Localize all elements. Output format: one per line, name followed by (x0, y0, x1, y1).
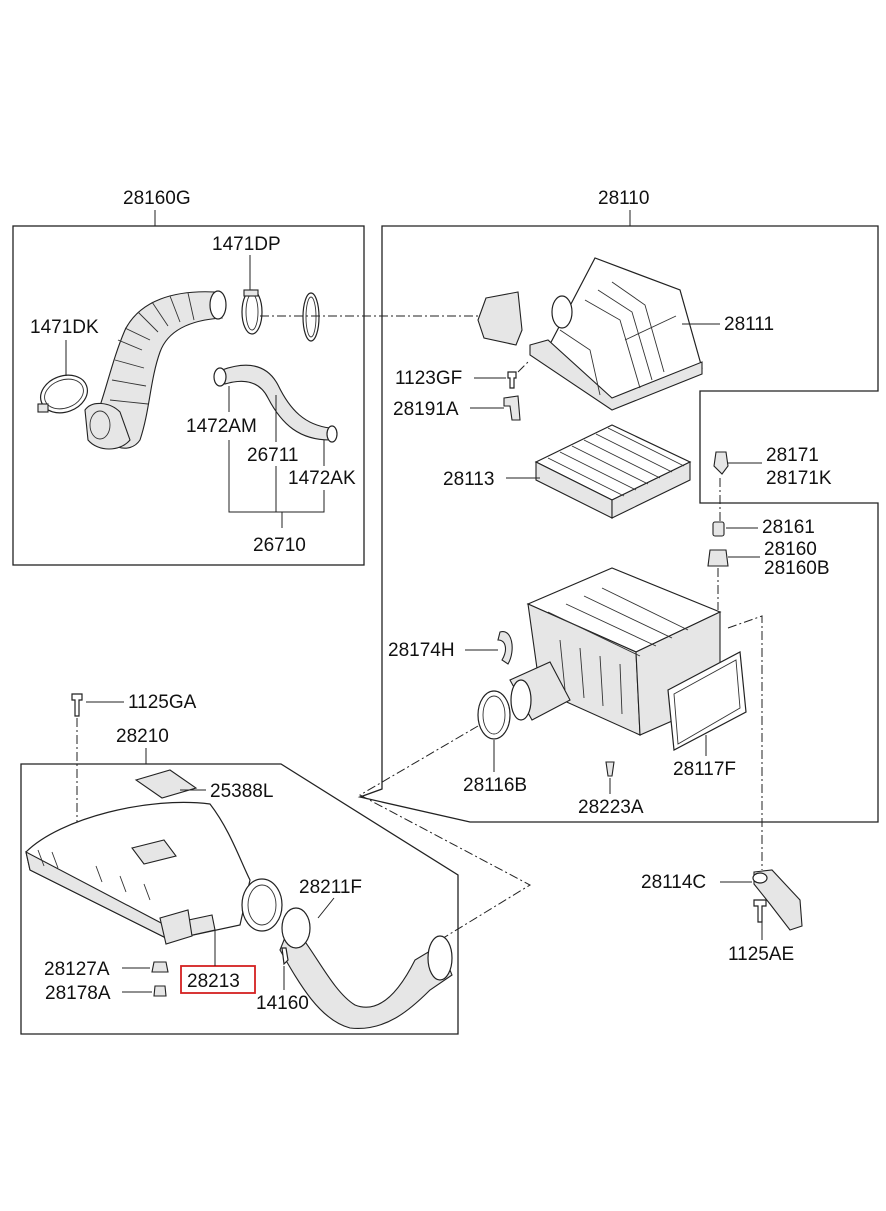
gasket-ring-drawing (302, 292, 320, 342)
label-28223a: 28223A (578, 797, 644, 818)
grommet-28160-drawing (707, 549, 729, 567)
label-1125ga: 1125GA (128, 692, 197, 713)
intake-group-box (12, 225, 365, 566)
label-28178a: 28178A (45, 983, 111, 1004)
intake-group-label: 28160G (123, 188, 191, 209)
bolt-1125ga-drawing (71, 693, 83, 717)
nut-28127a-drawing (151, 961, 169, 973)
label-26710: 26710 (253, 535, 306, 556)
label-28171k: 28171K (766, 468, 832, 489)
label-14160: 14160 (256, 993, 309, 1014)
label-26711: 26711 (247, 445, 298, 466)
label-28160b: 28160B (764, 558, 830, 579)
clip-28223a-drawing (605, 761, 615, 777)
label-1471dp: 1471DP (212, 234, 281, 255)
leader-26710-bracket (228, 440, 325, 528)
upper-cover-drawing (529, 257, 703, 411)
duct-group-box (20, 763, 459, 1035)
label-28114c: 28114C (641, 872, 706, 893)
hose-clamp-1471dp-drawing (241, 289, 263, 335)
label-28211f: 28211F (299, 877, 362, 898)
air-cleaner-group-box (357, 225, 879, 823)
label-28127a: 28127A (44, 959, 110, 980)
clip-28174h-drawing (497, 631, 513, 665)
label-28160: 28160 (764, 539, 817, 560)
hose-clamp-1471dk-drawing (37, 374, 88, 414)
gasket-ring-inner (305, 296, 317, 338)
highlight-box-28213 (180, 965, 256, 994)
label-1125ae: 1125AE (728, 944, 794, 965)
label-1472ak: 1472AK (288, 468, 356, 489)
label-28171: 28171 (766, 445, 819, 466)
bracket-dashline (727, 615, 763, 870)
bolt-1123gf-drawing (507, 371, 517, 389)
air-filter-drawing (534, 424, 692, 519)
cover-dash-1 (517, 359, 531, 373)
label-28191a: 28191A (393, 399, 459, 420)
label-1472am: 1472AM (186, 416, 257, 437)
label-28113: 28113 (443, 469, 494, 490)
intake-hose-drawing (84, 290, 227, 450)
label-1123gf: 1123GF (395, 368, 462, 389)
seal-28117f-drawing (667, 651, 747, 751)
label-28161: 28161 (762, 517, 815, 538)
label-plate-drawing (134, 769, 198, 799)
label-28213: 28213 (187, 971, 240, 992)
bolt-1125ae-drawing (753, 899, 767, 923)
label-1471dk: 1471DK (30, 317, 99, 338)
bracket-28114c-drawing (752, 869, 803, 931)
duct-group-label: 28210 (116, 726, 169, 747)
label-28174h: 28174H (388, 640, 455, 661)
nut-28178a-drawing (153, 985, 167, 997)
outlet-dashline (358, 725, 532, 941)
resonator-duct-drawing (477, 291, 523, 346)
air-cleaner-group-label: 28110 (598, 188, 649, 209)
clamp-14160-drawing (281, 947, 289, 966)
leader-28211f (317, 897, 335, 919)
duct-cover-drawing (25, 801, 283, 945)
sensor-28171-drawing (713, 451, 729, 475)
clamp-28116b-drawing (477, 690, 511, 740)
label-28116b: 28116B (463, 775, 527, 796)
label-28117f: 28117F (673, 759, 736, 780)
grommet-28161-drawing (712, 521, 725, 537)
hose-28211f-drawing (279, 907, 453, 1029)
label-28111: 28111 (724, 314, 774, 335)
bracket-28191a-drawing (503, 395, 521, 421)
lower-case-outlet-drawing (509, 661, 571, 721)
label-25388l: 25388L (210, 781, 273, 802)
